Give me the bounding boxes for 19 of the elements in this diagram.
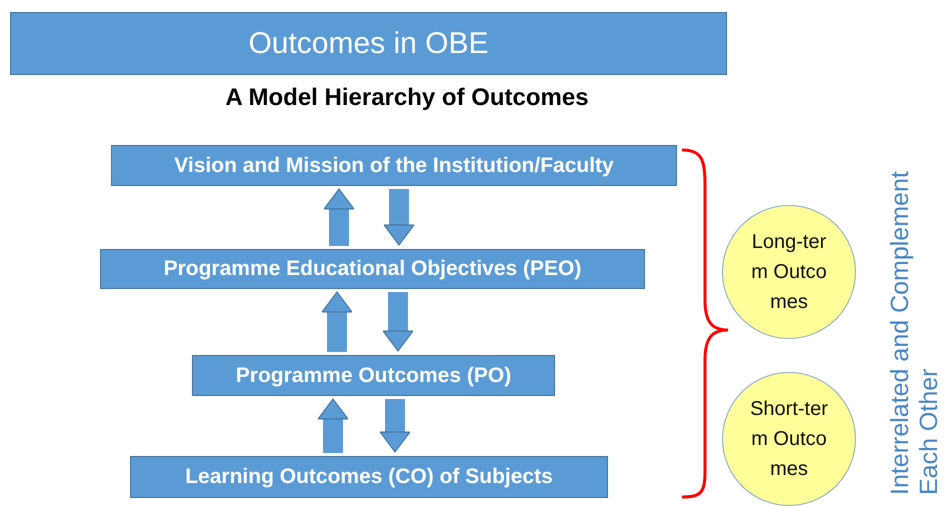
circle-label: Long-term Outcomes (750, 230, 828, 315)
block-arrow (318, 398, 348, 453)
level-box (192, 355, 555, 396)
block-arrow (382, 292, 414, 352)
level-box (111, 145, 677, 186)
title-banner: Outcomes in OBE (10, 12, 727, 75)
side-note: Interrelated and Complement Each Other (886, 170, 944, 495)
circle-label: Short-term Outcomes (749, 397, 829, 482)
block-arrow (324, 188, 354, 246)
block-arrow (322, 292, 352, 352)
level-box (130, 456, 608, 498)
subtitle: A Model Hierarchy of Outcomes (224, 84, 590, 112)
box-label: Programme Outcomes (PO) (236, 364, 512, 388)
box-label: Learning Outcomes (CO) of Subjects (185, 465, 553, 489)
block-arrow (384, 189, 414, 246)
box-label: Vision and Mission of the Institution/Faculty (174, 154, 614, 178)
block-arrow (380, 399, 410, 452)
box-label: Programme Educational Objectives (PEO) (164, 257, 582, 281)
level-box (100, 249, 645, 289)
